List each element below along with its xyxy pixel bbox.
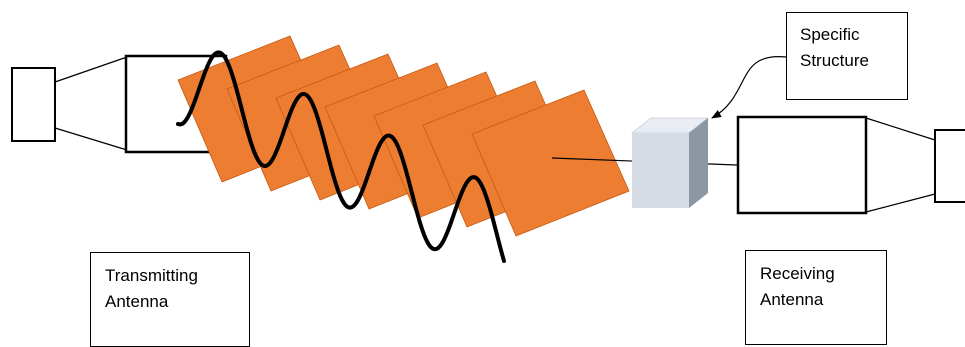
specific-structure-cube	[630, 117, 710, 208]
rx-horn-top-edge	[865, 117, 936, 141]
transmitting-label-line1: Transmitting	[105, 266, 198, 285]
cube-front-face	[632, 133, 689, 208]
tx-horn-top-edge	[54, 56, 128, 83]
rx-horn-aperture	[736, 115, 868, 215]
structure-label-line2: Structure	[800, 51, 869, 70]
rx-feed-box	[934, 129, 965, 203]
specific-structure-label: Specific Structure	[786, 12, 908, 100]
rx-horn-bottom-edge	[865, 193, 936, 213]
cube-side-face	[689, 118, 708, 208]
tx-feed-box	[11, 67, 56, 142]
wave-planes	[177, 35, 630, 237]
transmitting-antenna-label: Transmitting Antenna	[90, 252, 250, 347]
structure-label-line1: Specific	[800, 25, 860, 44]
structure-pointer-arrow	[711, 56, 787, 119]
receiving-label-line2: Antenna	[760, 290, 824, 309]
transmitting-label-line2: Antenna	[105, 292, 169, 311]
wave-plane	[471, 89, 630, 237]
receiving-antenna-label: Receiving Antenna	[745, 250, 887, 345]
receiving-antenna	[736, 115, 965, 215]
tx-horn-bottom-edge	[54, 127, 128, 151]
receiving-label-line1: Receiving	[760, 264, 835, 283]
sine-wave	[176, 50, 506, 263]
propagation-diagram	[11, 35, 965, 263]
